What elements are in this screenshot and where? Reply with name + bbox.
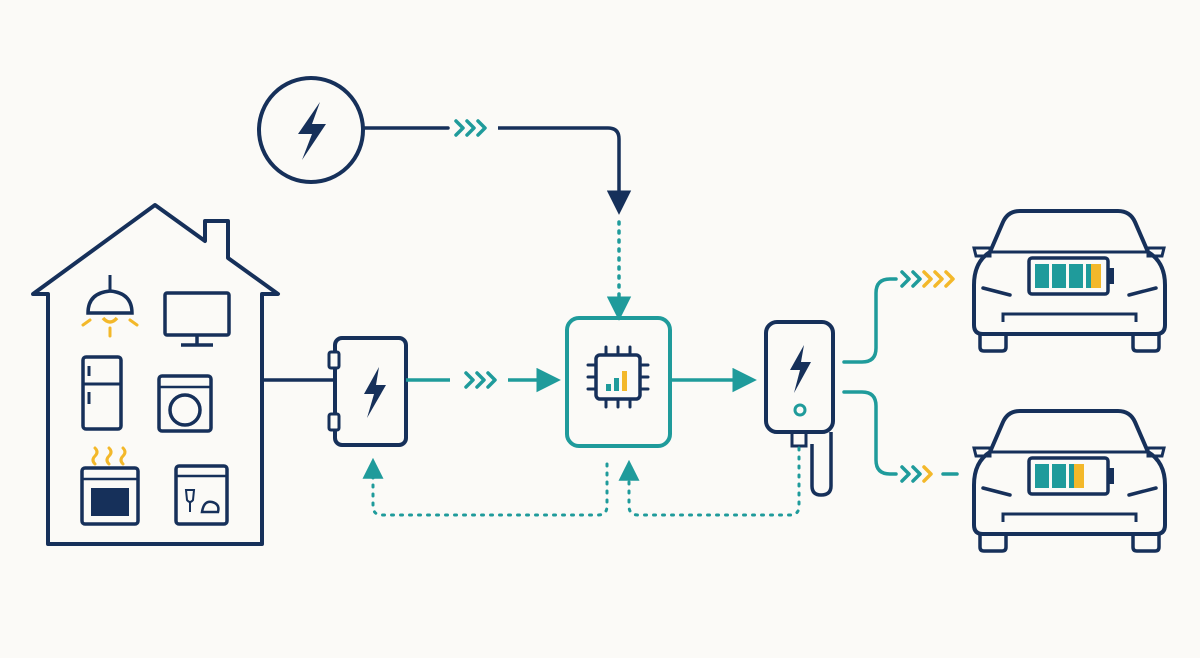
washing-machine-icon (157, 374, 213, 433)
house-icon (31, 203, 280, 546)
flow-chevrons-icon (900, 465, 922, 483)
lightning-bolt-icon (298, 102, 326, 160)
oven-icon (80, 446, 140, 526)
car-icon (972, 409, 1167, 536)
chip-with-bar-chart-icon (586, 345, 650, 409)
battery-icon (1027, 456, 1114, 496)
car-2 (972, 409, 1167, 553)
energy-controller (565, 316, 672, 448)
charger-to-cars-flow (842, 270, 959, 483)
ev-charger (764, 320, 835, 497)
lightning-bolt-icon (364, 367, 386, 418)
car-1 (972, 209, 1167, 353)
house (31, 203, 280, 546)
panel-to-controller-flow (406, 367, 561, 393)
flow-chevrons-icon (464, 371, 497, 389)
flow-chevrons-icon (900, 270, 922, 288)
car-icon (972, 209, 1167, 336)
television-icon (163, 291, 231, 347)
flow-chevrons-icon (454, 119, 487, 137)
battery-icon (1027, 256, 1114, 296)
ceiling-lamp-icon (81, 275, 139, 338)
lightning-bolt-icon (790, 345, 811, 393)
electrical-panel-icon (333, 336, 408, 447)
grid-source (257, 76, 365, 184)
grid-to-controller-flow (361, 119, 632, 321)
refrigerator-icon (81, 355, 123, 431)
feedback-loops (362, 446, 801, 517)
dishwasher-icon (174, 464, 229, 526)
electrical-panel (327, 336, 408, 447)
